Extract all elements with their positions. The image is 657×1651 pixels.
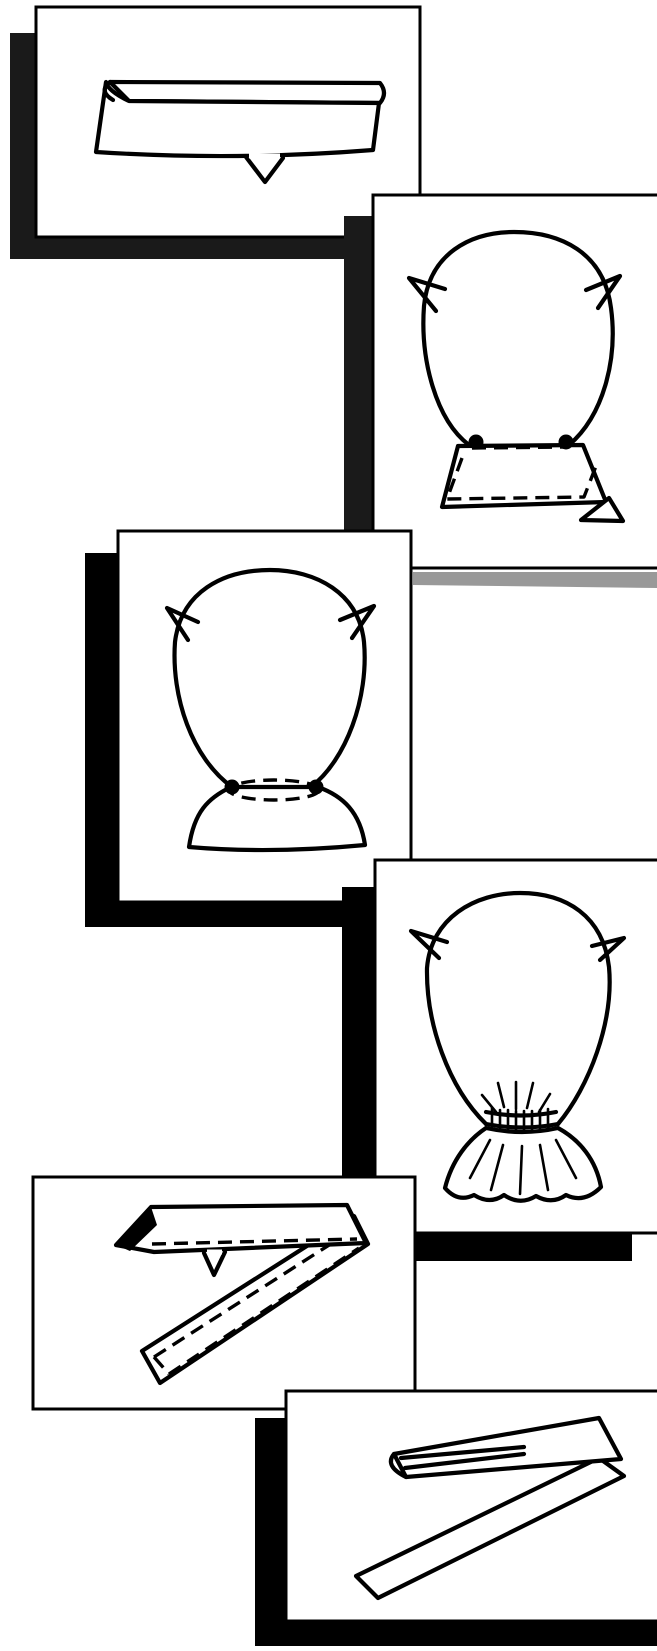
panel-2 (344, 193, 657, 588)
cuff-sewn-to-mitt-icon (406, 229, 626, 524)
folded-cuff-icon (93, 79, 387, 185)
folded-band-icon (353, 1415, 627, 1601)
cuff-joined-mitt-icon (164, 567, 377, 853)
panel-4-shadow (342, 887, 378, 1189)
panel-3 (85, 529, 413, 927)
panel-2-bottom-shadow (413, 572, 657, 588)
panel-1 (10, 5, 422, 259)
panel-6 (255, 1389, 657, 1646)
stitched-band-icon (113, 1202, 371, 1386)
panel-5 (31, 1175, 417, 1411)
gathered-wrist-mitt-icon (408, 890, 627, 1203)
